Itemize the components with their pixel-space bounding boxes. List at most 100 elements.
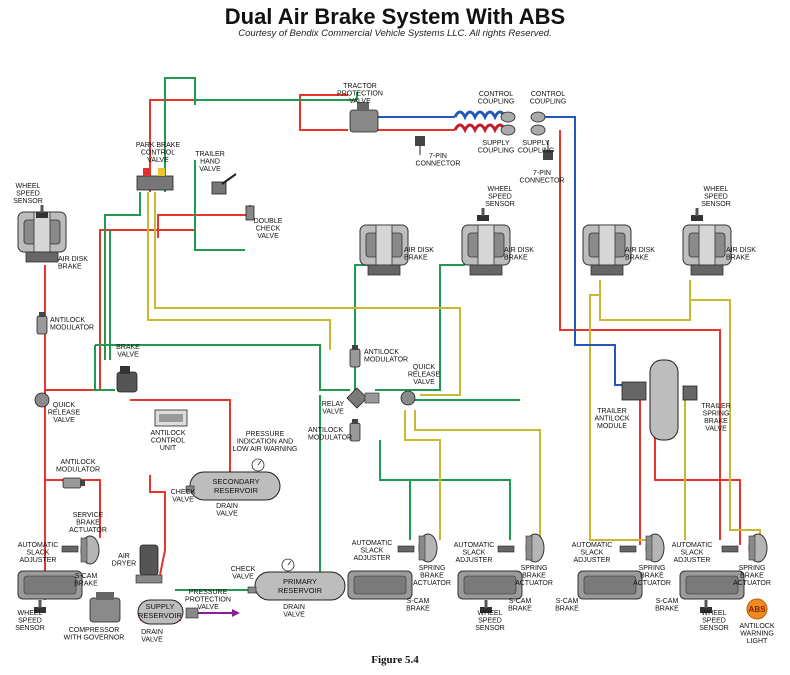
slack-adjusters bbox=[61, 545, 739, 553]
coiled-supply-line bbox=[453, 123, 507, 134]
antilock-warning-light bbox=[746, 598, 768, 620]
pressure-gauge bbox=[251, 458, 265, 472]
control-coupling-2 bbox=[530, 111, 546, 123]
trailer-reservoir bbox=[649, 359, 679, 441]
air-dryer bbox=[135, 544, 163, 584]
diagram-subtitle: Courtesy of Bendix Commercial Vehicle Sy… bbox=[238, 28, 552, 39]
primary-reservoir bbox=[254, 571, 346, 601]
antilock-control-unit bbox=[154, 409, 188, 427]
wheel-speed-sensor-front-right bbox=[477, 208, 489, 221]
quick-release-valve-left bbox=[34, 392, 50, 408]
air-disk-brake-2 bbox=[461, 224, 511, 276]
seven-pin-connector-2 bbox=[543, 150, 553, 160]
trailer-spring-brake-valve bbox=[682, 385, 698, 401]
air-disk-brake-front-left bbox=[17, 211, 67, 263]
scam-brake-left bbox=[17, 570, 83, 600]
spring-brake-actuator-3 bbox=[645, 533, 665, 563]
quick-release-valve-center bbox=[400, 390, 416, 406]
tractor-protection-valve bbox=[349, 102, 379, 133]
wheel-speed-sensor-trailer-right bbox=[691, 208, 703, 221]
diagram-title: Dual Air Brake System With ABS bbox=[224, 4, 566, 29]
trailer-antilock-module bbox=[621, 381, 647, 401]
supply-reservoir bbox=[137, 599, 184, 625]
brake-valve bbox=[116, 366, 138, 393]
purple-air-line bbox=[198, 609, 240, 617]
supply-coupling-1 bbox=[500, 124, 516, 136]
scam-brake-2 bbox=[457, 570, 523, 600]
supply-coupling-2 bbox=[530, 124, 546, 136]
antilock-modulator-center bbox=[349, 344, 361, 368]
blue-air-lines bbox=[378, 116, 630, 386]
abs-badge-text: ABS bbox=[749, 605, 767, 614]
service-brake-actuator bbox=[80, 535, 100, 565]
spring-brake-actuator-4 bbox=[748, 533, 768, 563]
air-disk-brake-1 bbox=[359, 224, 409, 276]
spring-brake-actuator-2 bbox=[525, 533, 545, 563]
air-disk-brake-3 bbox=[582, 224, 632, 276]
relay-valve bbox=[346, 387, 380, 409]
double-check-valve bbox=[245, 205, 255, 221]
check-valves bbox=[185, 485, 257, 594]
coiled-control-line bbox=[453, 110, 507, 121]
scam-brake-1 bbox=[347, 570, 413, 600]
compressor bbox=[89, 592, 121, 623]
yellow-air-lines bbox=[147, 192, 761, 545]
trailer-hand-valve bbox=[211, 173, 237, 195]
air-disk-brake-4 bbox=[682, 224, 732, 276]
seven-pin-connector-1 bbox=[415, 136, 425, 146]
pressure-protection-valve bbox=[185, 607, 199, 619]
park-brake-control-valve bbox=[136, 168, 174, 191]
